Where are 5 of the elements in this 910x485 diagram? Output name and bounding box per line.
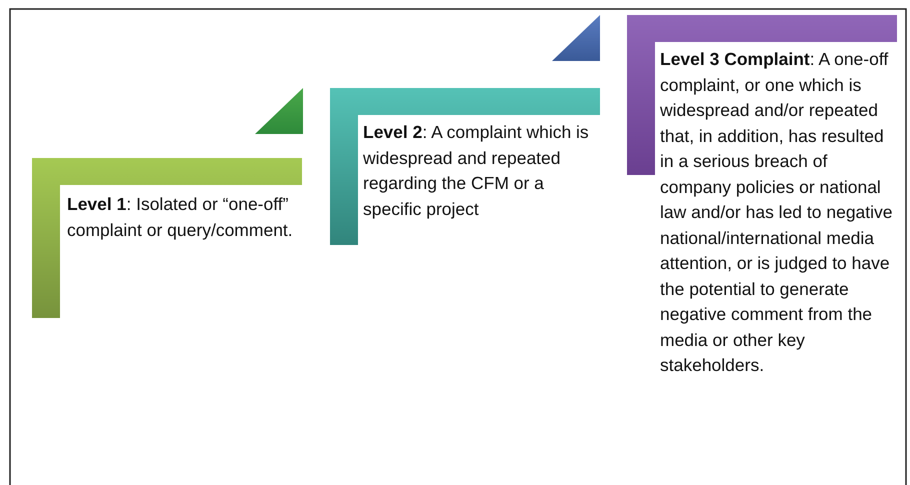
step-description: Level 3 Complaint: A one-off complaint, or one which is widespread and/or repeated that, in addition, has resulted in a serious breach of company policies or national law and/or has led to negative national/international media attention, or is judged to have the potential to generate negative comment from the media or other key stakeholders. bbox=[660, 48, 894, 377]
step-description: Level 1: Isolated or “one-off” complaint or query/comment. bbox=[67, 193, 294, 242]
step bbox=[330, 88, 600, 245]
step-description: Level 2: A complaint which is widespread and repeated regarding the CFM or a specific project bbox=[363, 121, 590, 221]
step bbox=[32, 158, 302, 318]
